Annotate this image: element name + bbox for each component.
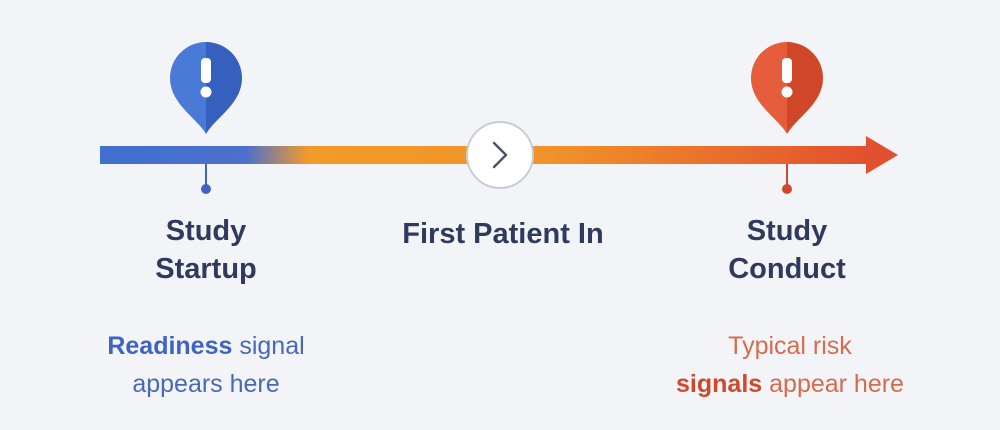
stage-title-study-startup: Study Startup [106, 212, 306, 288]
note-strong-text: Readiness [107, 332, 233, 360]
note-line: Readiness signal [56, 327, 356, 365]
stage-title-study-conduct: Study Conduct [687, 212, 887, 288]
exclamation-pin-icon [170, 42, 242, 134]
note-readiness: Readiness signal appears here [56, 327, 356, 403]
timeline-arrowhead [866, 136, 898, 174]
stage-title-line: Study [165, 215, 247, 247]
stage-title-line: First Patient In [402, 218, 604, 250]
note-strong-text: signals [676, 370, 763, 398]
exclamation-pin-icon [751, 42, 823, 134]
note-line: appears here [132, 370, 280, 398]
stage-title-line: Study [746, 215, 828, 247]
stage-title-first-patient-in: First Patient In [353, 215, 653, 253]
note-line: Typical risk [728, 332, 852, 360]
note-line: signals appear here [640, 365, 940, 403]
end-tick [782, 164, 792, 194]
note-text: appear here [762, 370, 904, 398]
start-tick [201, 164, 211, 194]
chevron-right-icon [466, 121, 534, 189]
note-text: signal [232, 332, 305, 360]
stage-title-line: Startup [155, 253, 257, 285]
stage-title-line: Conduct [728, 253, 846, 285]
note-risk: Typical risk signals appear here [640, 327, 940, 403]
